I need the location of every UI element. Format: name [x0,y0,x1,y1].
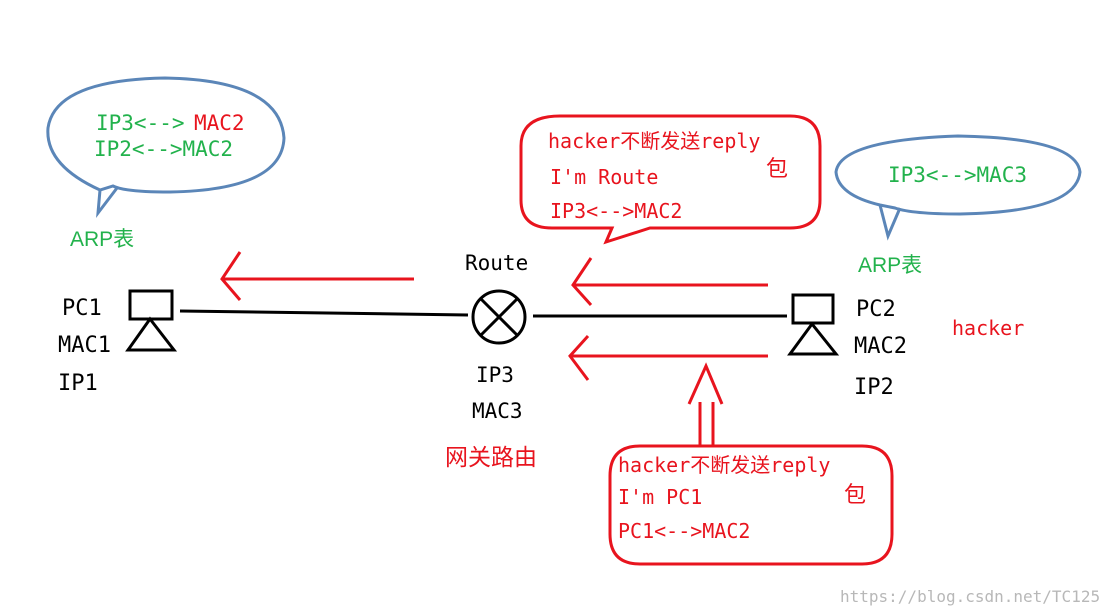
pc2-arp-line1: IP3<-->MAC3 [888,163,1027,187]
pc1-arp-line2: IP2<-->MAC2 [94,137,233,161]
callout-bottom-line2: I'm PC1 [618,485,702,509]
pc2-icon [787,293,840,356]
pc1-arp-line1-ip: IP3<--> [96,111,185,135]
callout-bottom-line1: hacker不断发送reply [618,453,830,477]
router-icon [471,289,527,345]
pc1-arp-label: ARP表 [70,228,134,251]
pc2-name: PC2 [856,297,896,322]
router-ip: IP3 [476,363,514,387]
watermark: https://blog.csdn.net/TC125 [840,587,1100,606]
arrow-to-router-bottom [568,334,768,381]
router-mac: MAC3 [472,399,523,423]
pc1-mac: MAC1 [58,333,111,358]
pc2-mac: MAC2 [854,334,907,359]
callout-top-line1b: 包 [766,156,788,181]
hacker-label: hacker [952,316,1024,340]
arrow-to-pc1 [220,251,414,301]
router-title: Route [465,251,528,275]
pc2-arp-label: ARP表 [858,254,922,277]
callout-top-line2: I'm Route [550,165,658,189]
pc1-arp-line1-mac: MAC2 [194,111,245,135]
callout-top-line3: IP3<-->MAC2 [550,199,682,223]
pc1-ip: IP1 [58,371,98,396]
callout-bottom-line1b: 包 [844,482,866,507]
callout-top-line1: hacker不断发送reply [548,129,760,153]
pc2-arp-bubble [834,134,1082,216]
pc2-ip: IP2 [854,375,894,400]
pc1-icon [125,289,178,352]
arrow-to-router-top [571,257,768,307]
callout-bottom-box [608,444,894,566]
pc1-arp-bubble [46,76,286,194]
callout-top-box [519,114,822,245]
router-caption: 网关路由 [445,444,537,470]
callout-bottom-line3: PC1<-->MAC2 [618,519,750,543]
pc1-name: PC1 [62,296,102,321]
link-pc1-router [179,309,469,317]
arrow-up-hollow [687,362,724,445]
